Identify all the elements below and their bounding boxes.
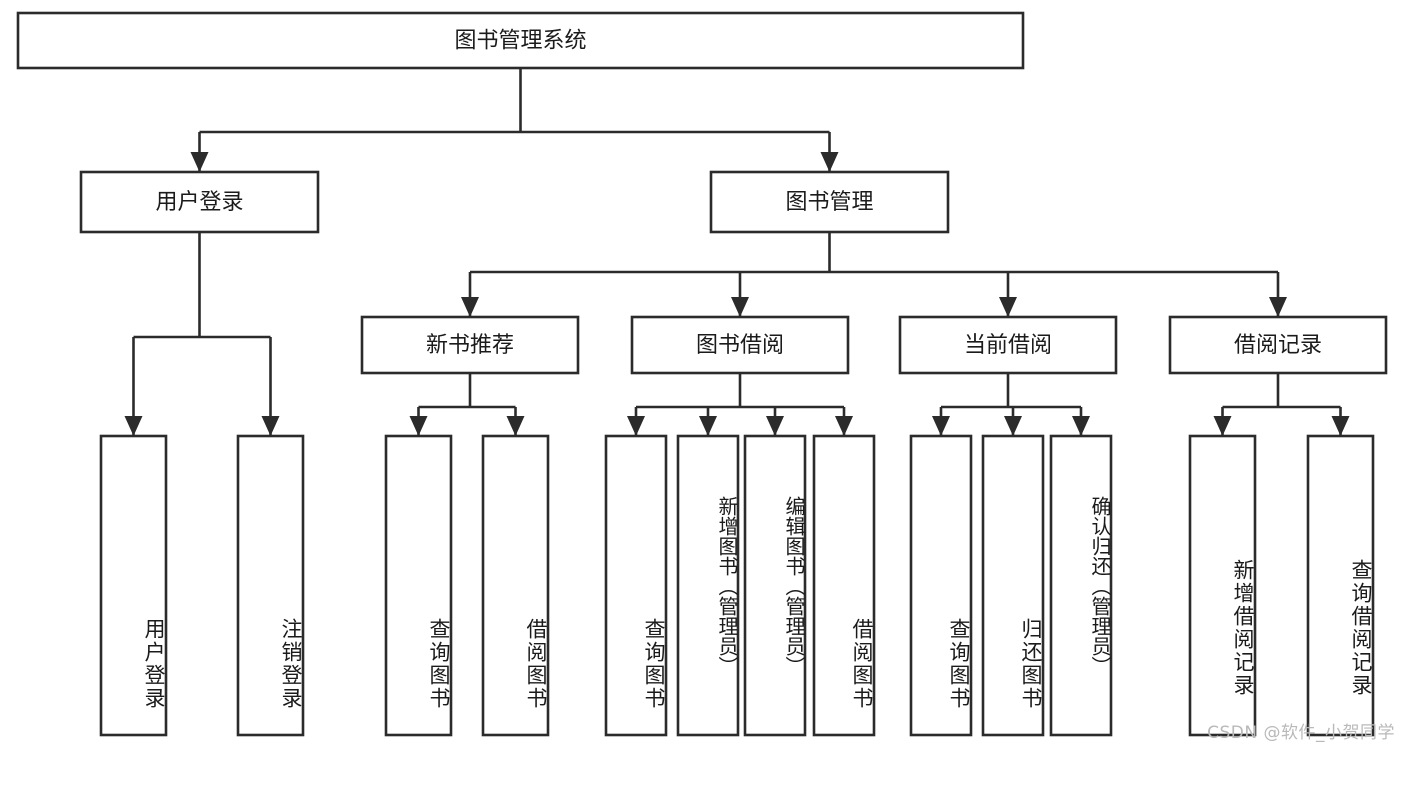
- edge-current-arrow-2: [1072, 416, 1090, 436]
- diagram-canvas: 图书管理系统用户登录图书管理新书推荐图书借阅当前借阅借阅记录 用户登录注销登录查…: [16, 11, 1395, 743]
- edge-books-arrow-3: [1269, 297, 1287, 317]
- node-box-l1-0[interactable]: [79, 170, 320, 234]
- node-box-leaf-3[interactable]: [481, 434, 550, 737]
- edge-root-arrow-0: [190, 152, 209, 172]
- edge-books-arrow-2: [999, 297, 1017, 317]
- node-label-l2-3: 借阅记录: [1234, 333, 1322, 358]
- node-box-leaf-2[interactable]: [384, 434, 453, 737]
- edge-books-arrow-1: [731, 297, 749, 317]
- node-box-leaf-9[interactable]: [981, 434, 1045, 737]
- edge-root-arrow-1: [820, 152, 839, 172]
- edge-borrow-arrow-1: [699, 416, 717, 436]
- edge-login-arrow-0: [124, 416, 143, 436]
- node-label-root-0: 图书管理系统: [454, 29, 586, 54]
- edge-borrow-arrow-0: [627, 416, 645, 436]
- edge-books-arrow-0: [461, 297, 479, 317]
- node-box-leaf-4[interactable]: [604, 434, 668, 737]
- edge-record-arrow-0: [1213, 416, 1232, 436]
- edge-newbook-arrow-1: [506, 416, 525, 436]
- edge-record-arrow-1: [1331, 416, 1350, 436]
- edge-current-arrow-1: [1004, 416, 1022, 436]
- node-box-l2-0[interactable]: [360, 315, 580, 375]
- node-box-leaf-5[interactable]: [676, 434, 740, 737]
- edge-current-arrow-0: [932, 416, 950, 436]
- edge-borrow-arrow-3: [835, 416, 853, 436]
- node-label-l1-0: 用户登录: [155, 190, 243, 215]
- node-box-leaf-6[interactable]: [743, 434, 807, 737]
- node-box-leaf-8[interactable]: [909, 434, 973, 737]
- node-box-leaf-10[interactable]: [1049, 434, 1113, 737]
- edges-layer: [124, 68, 1350, 436]
- node-box-leaf-12[interactable]: [1306, 434, 1375, 737]
- csdn-watermark: CSDN @软件_小贺同学: [1207, 723, 1395, 743]
- edge-login-arrow-1: [261, 416, 280, 436]
- node-box-l1-1[interactable]: [709, 170, 950, 234]
- node-box-l2-3[interactable]: [1168, 315, 1388, 375]
- node-box-l2-2[interactable]: [898, 315, 1118, 375]
- edge-newbook-arrow-0: [409, 416, 428, 436]
- node-label-l2-1: 图书借阅: [696, 333, 784, 358]
- node-box-root-0[interactable]: [16, 11, 1025, 70]
- node-label-l1-1: 图书管理: [785, 190, 873, 215]
- node-box-leaf-0[interactable]: [99, 434, 168, 737]
- node-box-l2-1[interactable]: [630, 315, 850, 375]
- edge-borrow-arrow-2: [766, 416, 784, 436]
- node-box-leaf-11[interactable]: [1188, 434, 1257, 737]
- node-box-leaf-1[interactable]: [236, 434, 305, 737]
- node-label-l2-2: 当前借阅: [964, 333, 1052, 358]
- node-box-leaf-7[interactable]: [812, 434, 876, 737]
- node-label-l2-0: 新书推荐: [426, 333, 514, 358]
